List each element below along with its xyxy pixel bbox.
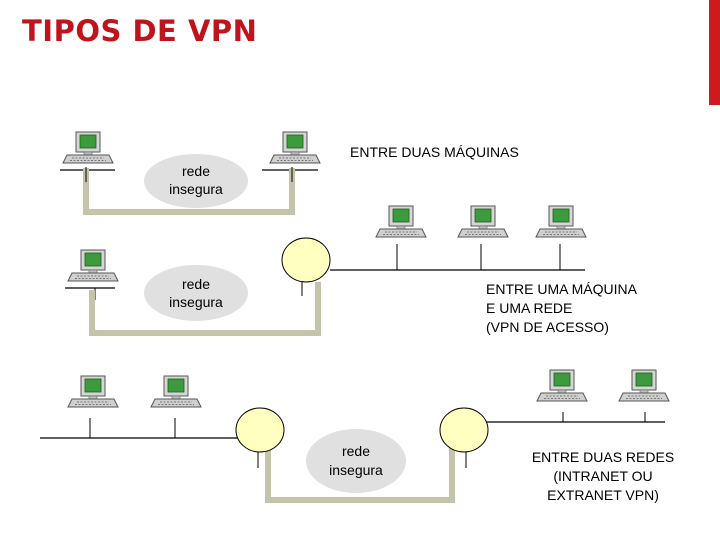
- label-two-machines: ENTRE DUAS MÁQUINAS: [350, 144, 519, 160]
- insecure-network-label: rede: [342, 443, 370, 459]
- label-two-networks: (INTRANET OU: [553, 468, 652, 484]
- insecure-network-label: rede: [182, 163, 210, 179]
- page-title: TIPOS DE VPN: [22, 14, 258, 48]
- label-two-networks: EXTRANET VPN): [547, 487, 659, 503]
- section-two-networks: rede insegura ENTRE DUAS REDES (INTRANET…: [40, 369, 674, 503]
- computer-icon: [535, 205, 587, 238]
- accent-bar: [709, 0, 720, 105]
- computer-icon: [457, 205, 509, 238]
- label-two-networks: ENTRE DUAS REDES: [532, 449, 674, 465]
- computer-icon: [269, 131, 321, 164]
- insecure-network-label: insegura: [169, 294, 223, 310]
- computer-icon: [618, 369, 670, 402]
- tunnel-line: [89, 282, 321, 336]
- insecure-network-label: insegura: [329, 462, 383, 478]
- insecure-network-cloud: [306, 429, 406, 493]
- tunnel-line: [265, 446, 455, 503]
- label-machine-network: (VPN DE ACESSO): [486, 319, 609, 335]
- insecure-network-label: rede: [182, 276, 210, 292]
- section-machine-network: rede insegura ENTRE UMA MÁQUINA E UMA RE…: [65, 205, 638, 336]
- computer-icon: [62, 131, 114, 164]
- router-icon: [439, 407, 489, 453]
- section-two-machines: rede insegura ENTRE DUAS MÁQUINAS: [60, 131, 519, 215]
- label-machine-network: ENTRE UMA MÁQUINA: [486, 281, 638, 297]
- insecure-network-label: insegura: [169, 181, 223, 197]
- insecure-network-cloud: [144, 154, 248, 208]
- label-machine-network: E UMA REDE: [486, 300, 572, 316]
- insecure-network-cloud: [144, 265, 248, 321]
- router-icon: [281, 237, 331, 283]
- router-icon: [235, 407, 285, 453]
- computer-icon: [536, 369, 588, 402]
- tunnel-line: [83, 168, 295, 215]
- computer-icon: [375, 205, 427, 238]
- computer-icon: [67, 249, 119, 282]
- computer-icon: [150, 375, 202, 408]
- computer-icon: [67, 375, 119, 408]
